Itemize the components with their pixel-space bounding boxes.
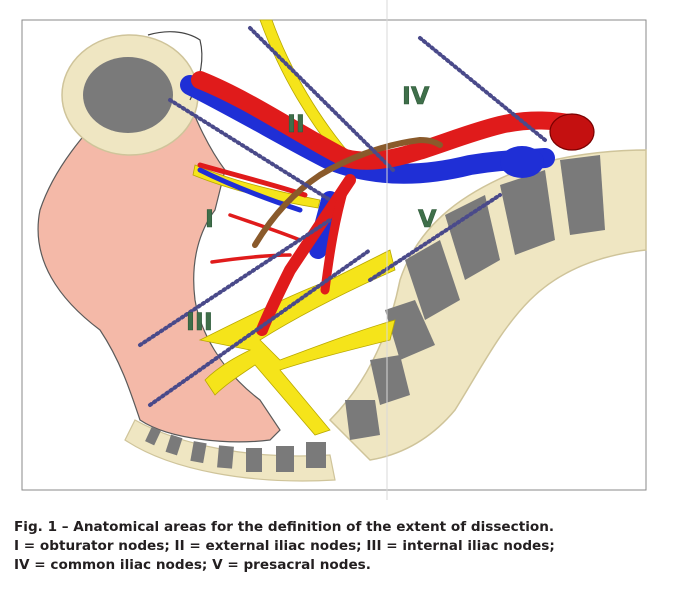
pelvic-wall-tissue <box>37 59 281 443</box>
anatomical-illustration: IV II I V III <box>21 0 647 500</box>
figure-caption: Fig. 1 – Anatomical areas for the defini… <box>14 518 664 575</box>
coccyx-segments <box>124 419 336 482</box>
region-label-I: I <box>205 205 214 233</box>
region-label-V: V <box>418 205 437 233</box>
nodal-boundary-lines <box>138 26 547 407</box>
region-label-IV: IV <box>402 82 430 110</box>
caption-line-2: I = obturator nodes; II = external iliac… <box>14 538 555 554</box>
vertebral-bodies <box>345 155 605 440</box>
region-label-II: II <box>287 110 305 138</box>
iliac-arteries <box>191 71 589 336</box>
sacrum-outer <box>328 149 647 461</box>
caption-line-1: Fig. 1 – Anatomical areas for the defini… <box>14 519 555 535</box>
ureter <box>252 136 443 248</box>
vena-cava-cross-section <box>500 146 544 178</box>
region-label-III: III <box>186 308 213 336</box>
femoral-head-inner <box>83 57 173 133</box>
caption-line-3: IV = common iliac nodes; V = presacral n… <box>14 557 371 573</box>
aorta-cross-section <box>549 113 595 151</box>
